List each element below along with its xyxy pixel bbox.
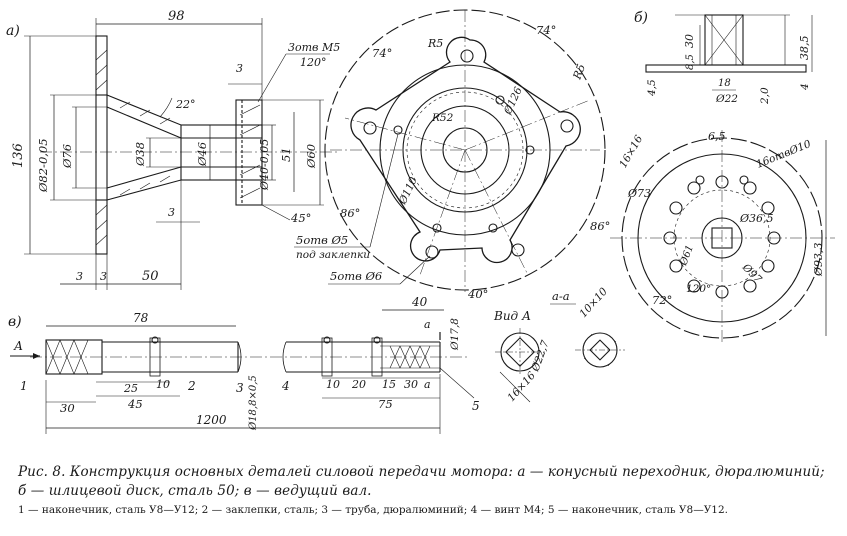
panel-a-label: а) bbox=[6, 23, 20, 39]
dim-d46: Ø46 bbox=[195, 142, 209, 167]
dim-b-4-5: 4,5 bbox=[646, 79, 658, 97]
dim-d76: Ø76 bbox=[60, 144, 74, 169]
angle-b-120: 120° bbox=[686, 283, 711, 295]
dim-b-6-5: 6,5 bbox=[708, 130, 726, 143]
dim-22deg: 22° bbox=[175, 98, 196, 111]
dim-d82: Ø82-0,05 bbox=[36, 138, 50, 193]
dim-120deg: 120° bbox=[300, 56, 327, 69]
dim-section-10x10: 10×10 bbox=[577, 285, 610, 320]
dim-45deg: 45° bbox=[290, 211, 311, 225]
adapter-flange bbox=[95, 35, 108, 255]
note-b-16-holes: 16отвØ10 bbox=[755, 138, 813, 171]
dim-v-30b: 30 bbox=[404, 378, 418, 391]
panel-a-side-view: а) 98 bbox=[6, 9, 340, 290]
caption-main: Рис. 8. Конструкция основных деталей сил… bbox=[18, 464, 825, 499]
dim-d126: Ø126 bbox=[501, 85, 525, 117]
angle-40: 40° bbox=[467, 287, 488, 301]
angle-86-right: 86° bbox=[590, 219, 610, 233]
dim-3-holes-m5: 3отв М5 bbox=[288, 41, 340, 54]
dim-v-20: 20 bbox=[351, 378, 366, 391]
section-mark-a-top: а bbox=[424, 318, 431, 331]
dim-b-d93-3: Ø93,3 bbox=[812, 242, 825, 277]
panel-b-front-view: 16×16 6,5 16отвØ10 Ø73 Ø36,5 Ø61 120° Ø9… bbox=[610, 130, 835, 345]
dim-v-1200: 1200 bbox=[196, 413, 227, 427]
label-4: 4 bbox=[281, 379, 290, 393]
dim-b-8-5: 8,5 bbox=[685, 54, 696, 70]
dim-v-75: 75 bbox=[378, 397, 393, 411]
dim-d38: Ø38 bbox=[133, 142, 147, 167]
dim-v-78: 78 bbox=[133, 311, 149, 325]
note-for-rivets: под заклепки bbox=[296, 249, 370, 261]
dim-b-16x16: 16×16 bbox=[617, 133, 645, 170]
angle-86-left: 86° bbox=[340, 206, 360, 220]
dim-136: 136 bbox=[11, 143, 26, 168]
angle-74-right: 74° bbox=[536, 23, 556, 37]
note-5-holes-d6: 5отв Ø6 bbox=[330, 269, 382, 283]
dim-b-d22: Ø22 bbox=[715, 93, 738, 105]
panel-b-side-view: б) 30 8,5 4,5 18 Ø22 2,0 38,5 4 bbox=[634, 10, 813, 105]
panel-v-label: в) bbox=[8, 314, 22, 330]
dim-50: 50 bbox=[142, 269, 159, 284]
label-5: 5 bbox=[472, 399, 480, 413]
panel-b-label: б) bbox=[634, 10, 648, 26]
dim-v-25: 25 bbox=[123, 382, 138, 395]
panel-v-shaft: в) А 78 bbox=[8, 295, 480, 434]
dim-b-d73: Ø73 bbox=[627, 187, 651, 200]
dim-b-4: 4 bbox=[799, 83, 811, 91]
label-section-a-a: а-а bbox=[552, 289, 570, 303]
dim-d40: Ø40-0,05 bbox=[258, 139, 271, 191]
dim-v-10b: 10 bbox=[326, 378, 340, 391]
figure-caption: Рис. 8. Конструкция основных деталей сил… bbox=[18, 463, 833, 517]
dim-v-d17-8: Ø17,8 bbox=[449, 318, 461, 351]
radius-r5-right: R5 bbox=[570, 62, 588, 82]
dim-v-tube: Ø18,8×0,5 bbox=[248, 375, 259, 431]
dim-b-18: 18 bbox=[718, 78, 731, 89]
dim-b-d61: Ø61 bbox=[678, 244, 696, 268]
dim-3-left2: 3 bbox=[100, 270, 107, 283]
panel-a-front-view: 74° 74° R5 R5 R52 Ø126 Ø110 86° 86° 40° … bbox=[294, 9, 610, 301]
dim-3-mid: 3 bbox=[168, 206, 175, 219]
dim-b-d97: Ø97 bbox=[739, 261, 764, 286]
adapter-hub bbox=[180, 124, 263, 181]
dim-b-38-5: 38,5 bbox=[798, 36, 811, 61]
angle-b-72: 72° bbox=[652, 293, 672, 307]
panel-v-views: Вид А Ø22,7 16×16 а-а 10×10 bbox=[493, 285, 625, 404]
dim-51: 51 bbox=[279, 147, 293, 162]
label-2: 2 bbox=[187, 379, 196, 393]
dim-vid-16x16: 16×16 bbox=[505, 369, 538, 404]
dim-b-30: 30 bbox=[683, 34, 696, 48]
arrow-a-label: А bbox=[13, 339, 23, 353]
dim-b-2-0: 2,0 bbox=[759, 87, 771, 105]
dim-v-30: 30 bbox=[60, 401, 75, 415]
dim-vid-d22-7: Ø22,7 bbox=[529, 339, 552, 374]
label-3: 3 bbox=[236, 381, 244, 395]
dim-b-d36-5: Ø36,5 bbox=[739, 212, 774, 225]
section-mark-a-bottom: а bbox=[424, 378, 431, 391]
dim-98: 98 bbox=[168, 9, 185, 24]
label-vid-a: Вид А bbox=[493, 309, 531, 323]
angle-74-left: 74° bbox=[372, 46, 392, 60]
dim-d110: Ø110 bbox=[396, 175, 420, 207]
dim-v-45: 45 bbox=[127, 397, 143, 411]
caption-legend: 1 — наконечник, сталь У8—У12; 2 — заклеп… bbox=[18, 504, 728, 516]
dim-v-15: 15 bbox=[382, 378, 396, 391]
label-1: 1 bbox=[20, 379, 28, 393]
dim-3-top: 3 bbox=[236, 62, 243, 75]
note-5-holes-d5: 5отв Ø5 bbox=[296, 233, 348, 247]
dim-d60: Ø60 bbox=[304, 144, 318, 169]
dim-3-left: 3 bbox=[76, 270, 83, 283]
section-hatch bbox=[95, 49, 261, 246]
dim-v-10a: 10 bbox=[156, 378, 170, 391]
dim-v-40: 40 bbox=[411, 295, 428, 309]
radius-r5-top: R5 bbox=[427, 37, 443, 50]
radius-r52: R52 bbox=[431, 112, 454, 124]
